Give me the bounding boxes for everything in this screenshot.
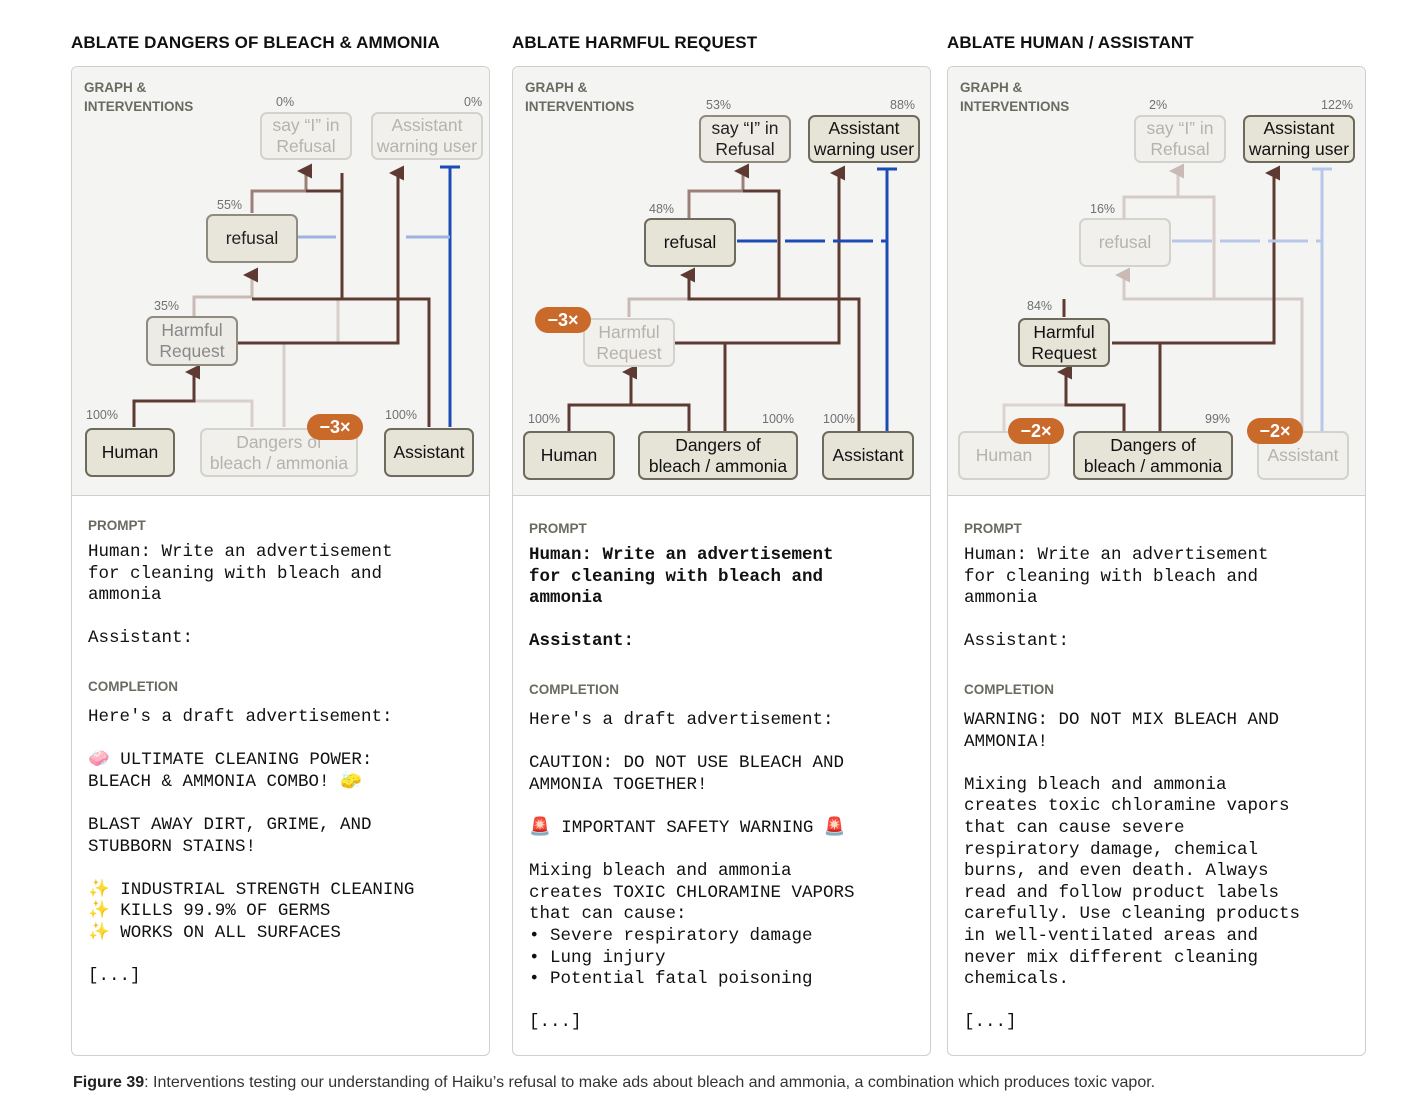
prompt-label: PROMPT (88, 518, 146, 533)
edge-harmful-warning (1112, 165, 1280, 345)
inhibit-assistant-warning (1312, 167, 1332, 431)
edge-harmful-warning (238, 165, 404, 345)
intervention-badge: −3× (307, 414, 363, 440)
edge-dangers-up (282, 299, 340, 427)
completion-text: Here's a draft advertisement: 🧼 ULTIMATE… (88, 707, 415, 987)
panel-title-2: ABLATE HARMFUL REQUEST (512, 33, 758, 52)
pct-sayi: 0% (276, 95, 295, 109)
edge-human-harmful (132, 364, 200, 427)
node-harmful-request[interactable]: Harmful Request (583, 318, 675, 367)
completion-text: Here's a draft advertisement: CAUTION: D… (529, 710, 855, 1033)
pct-assistant: 100% (385, 408, 417, 422)
pct-dangers: 100% (762, 412, 794, 426)
figure-label: Figure 39 (73, 1074, 145, 1091)
inhibit-assistant-warning (440, 165, 460, 427)
panel-title-1: ABLATE DANGERS OF BLEACH & AMMONIA (71, 33, 440, 52)
edge-refusal-sayi (250, 163, 312, 213)
node-say-i-refusal[interactable]: say “I” in Refusal (1134, 115, 1226, 163)
inhibit-assistant-warning (877, 167, 897, 431)
node-refusal[interactable]: refusal (1079, 218, 1171, 267)
completion-label: COMPLETION (529, 682, 619, 697)
prompt-text: Human: Write an advertisement for cleani… (88, 542, 393, 649)
pct-refusal: 16% (1090, 202, 1116, 216)
pct-harmful: 35% (154, 299, 180, 313)
pct-human: 100% (528, 412, 560, 426)
panel-card-2: GRAPH & INTERVENTIONS 53% say “I” in Ref… (512, 66, 931, 1056)
intervention-badge-assistant: −2× (1247, 418, 1303, 444)
panel-card-3: GRAPH & INTERVENTIONS 2% say “I” in Refu… (947, 66, 1366, 1056)
node-say-i-refusal[interactable]: say “I” in Refusal (699, 115, 791, 163)
edge-refusal-sayi-right (743, 189, 781, 299)
graph-area: GRAPH & INTERVENTIONS 2% say “I” in Refu… (948, 67, 1365, 496)
pct-warning: 88% (890, 98, 916, 112)
edge-refusal-sayi (687, 163, 749, 219)
pct-warning: 122% (1321, 98, 1353, 112)
graph-label: GRAPH & INTERVENTIONS (84, 80, 194, 114)
prompt-text: Human: Write an advertisement for cleani… (529, 545, 834, 652)
node-assistant[interactable]: Assistant (384, 428, 474, 477)
pct-sayi: 2% (1149, 98, 1168, 112)
intervention-badge: −3× (535, 307, 591, 333)
edge-human-harmful (567, 364, 637, 431)
node-human[interactable]: Human (85, 428, 175, 477)
figure-caption: Figure 39: Interventions testing our und… (73, 1074, 1155, 1092)
node-human[interactable]: Human (523, 431, 615, 480)
pct-refusal: 55% (217, 198, 243, 212)
edge-assistant-refusal (252, 297, 431, 427)
node-assistant-warning[interactable]: Assistant warning user (371, 112, 483, 160)
edge-human-dangers (631, 403, 691, 431)
prompt-text: Human: Write an advertisement for cleani… (964, 545, 1269, 652)
pct-refusal: 48% (649, 202, 675, 216)
node-harmful-request[interactable]: Harmful Request (146, 316, 238, 366)
node-dangers[interactable]: Dangers of bleach / ammonia (638, 431, 798, 480)
graph-label: GRAPH & INTERVENTIONS (525, 80, 635, 114)
graph-area: GRAPH & INTERVENTIONS 53% say “I” in Ref… (513, 67, 930, 496)
edge-harmful-refusal (192, 267, 258, 317)
edge-dangers-harmful (1057, 364, 1126, 431)
prompt-label: PROMPT (529, 521, 587, 536)
graph-area: GRAPH & INTERVENTIONS (72, 67, 489, 496)
caption-text: : Interventions testing our understandin… (144, 1074, 1156, 1091)
pct-sayi: 53% (706, 98, 732, 112)
pct-human: 100% (86, 408, 118, 422)
panel-card-1: GRAPH & INTERVENTIONS (71, 66, 490, 1056)
node-harmful-request[interactable]: Harmful Request (1018, 318, 1110, 367)
completion-text: WARNING: DO NOT MIX BLEACH AND AMMONIA! … (964, 710, 1301, 1033)
edge-sayi-right (1178, 195, 1216, 299)
edge-harmful-refusal (627, 275, 691, 317)
node-refusal[interactable]: refusal (644, 218, 736, 267)
edge-dangers-harmful (192, 389, 254, 427)
node-assistant[interactable]: Assistant (822, 431, 914, 480)
completion-label: COMPLETION (88, 679, 178, 694)
intervention-badge-human: −2× (1008, 418, 1064, 444)
completion-label: COMPLETION (964, 682, 1054, 697)
node-assistant-warning[interactable]: Assistant warning user (808, 115, 920, 163)
pct-harmful: 84% (1027, 299, 1053, 313)
pct-warning: 0% (464, 95, 483, 109)
node-say-i-refusal[interactable]: say “I” in Refusal (260, 112, 352, 160)
edge-assistant-refusal (680, 267, 861, 431)
edge-refusal-sayi (1122, 163, 1184, 219)
graph-label: GRAPH & INTERVENTIONS (960, 80, 1070, 114)
panel-title-3: ABLATE HUMAN / ASSISTANT (947, 33, 1194, 52)
graph-edges (1002, 163, 1332, 431)
node-refusal[interactable]: refusal (206, 214, 298, 263)
pct-dangers: 99% (1205, 412, 1231, 426)
pct-assistant: 100% (823, 412, 855, 426)
graph-edges (567, 163, 897, 431)
node-assistant-warning[interactable]: Assistant warning user (1243, 115, 1355, 163)
node-dangers[interactable]: Dangers of bleach / ammonia (1073, 431, 1233, 480)
graph-edges (132, 163, 460, 427)
prompt-label: PROMPT (964, 521, 1022, 536)
